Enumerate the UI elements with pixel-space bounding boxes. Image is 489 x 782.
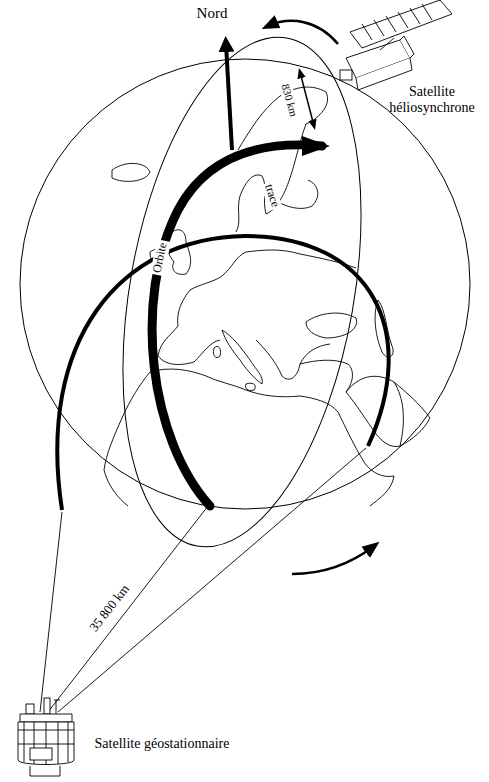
globe (20, 59, 470, 509)
rotation-arrow (292, 546, 374, 574)
coastlines (104, 87, 430, 506)
satellite-heliosynchronous (340, 0, 452, 90)
rotation-arrow (268, 21, 338, 44)
north-arrow (226, 44, 232, 150)
sight-lines (40, 448, 366, 712)
coverage-arc (57, 236, 388, 510)
satellite-label: Satellite géostationnaire (95, 736, 230, 752)
altitude-arrow (300, 72, 314, 126)
north-label: Nord (197, 5, 228, 22)
satellite-label: Satellite héliosynchrone (382, 84, 482, 116)
orbit-ellipse (87, 18, 397, 565)
ground-trace (152, 145, 322, 506)
trace-end (302, 136, 330, 156)
distance-label: 35 800 km (86, 580, 134, 636)
satellite-geostationary (18, 698, 74, 776)
